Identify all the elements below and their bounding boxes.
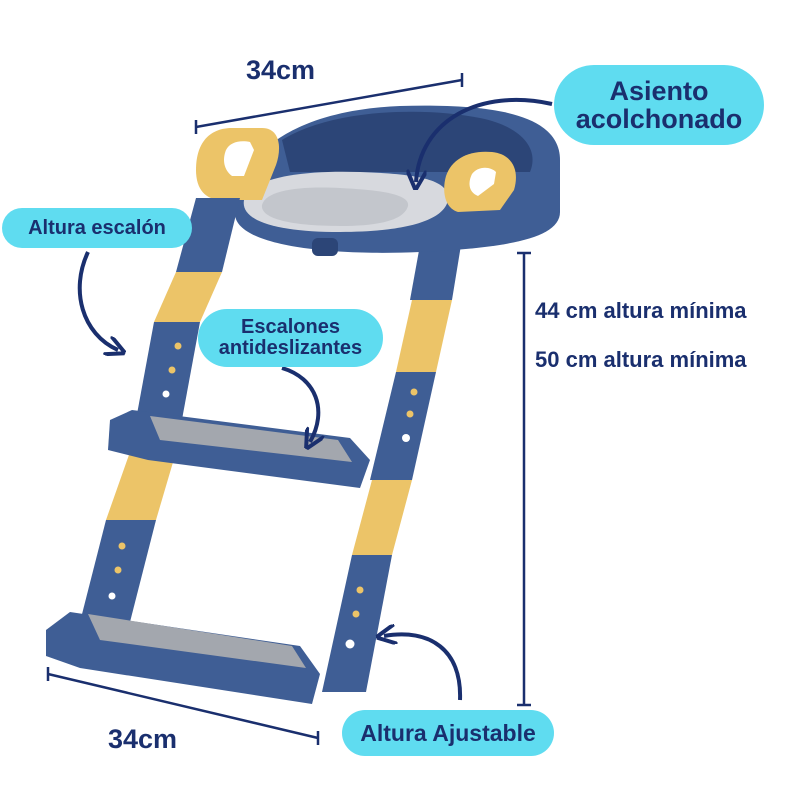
- height-min-label: 44 cm altura mínima: [535, 298, 747, 323]
- upper-step: [108, 388, 418, 488]
- padded-seat-callout: Asiento acolchonado: [554, 65, 764, 145]
- adjustable-height-callout-text: Altura Ajustable: [360, 719, 536, 746]
- right-handle: [444, 151, 516, 212]
- lower-step: [46, 586, 364, 704]
- dimension-line-bottom: [46, 667, 320, 745]
- step-height-callout-text: Altura escalón: [28, 216, 166, 239]
- left-handle: [196, 128, 280, 200]
- ladder-left-leg: [80, 198, 240, 622]
- nonslip-steps-callout-line1: Escalones: [241, 316, 340, 338]
- arrow-to-nonslip-step: [281, 366, 318, 442]
- padded-seat-callout-line1: Asiento: [609, 75, 709, 106]
- step-height-callout: Altura escalón: [2, 208, 192, 248]
- arrow-to-seat: [416, 98, 553, 182]
- adjustable-height-callout: Altura Ajustable: [342, 710, 554, 756]
- nonslip-steps-callout: Escalones antideslizantes: [198, 309, 383, 367]
- arrow-to-step-height: [77, 251, 118, 350]
- height-max-label: 50 cm altura mínima: [535, 347, 747, 372]
- top-width-label: 34cm: [246, 55, 316, 85]
- padded-seat-callout-line2: acolchonado: [575, 104, 743, 134]
- arrow-to-adjustable: [384, 634, 463, 701]
- padded-seat: [235, 105, 560, 256]
- nonslip-steps-callout-line2: antideslizantes: [218, 337, 363, 359]
- dimension-line-top: [194, 73, 464, 134]
- bottom-width-label: 34cm: [108, 724, 178, 754]
- dimension-line-height: [517, 251, 531, 707]
